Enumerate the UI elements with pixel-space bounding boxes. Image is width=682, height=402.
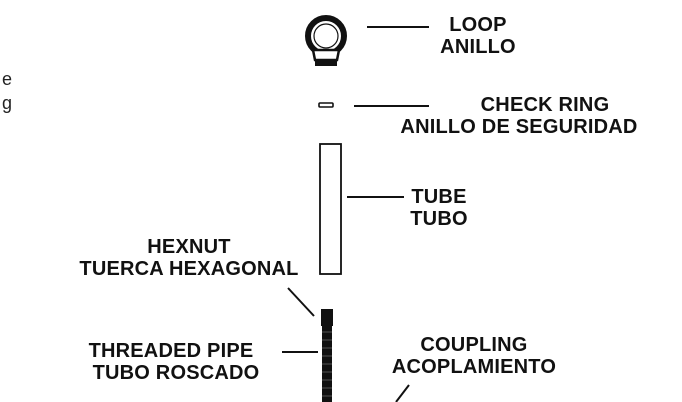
check-ring-part — [318, 102, 334, 108]
check-ring-label-es: ANILLO DE SEGURIDAD — [400, 116, 638, 138]
loop-label-en: LOOP — [449, 14, 507, 36]
hexnut-label: HEXNUT TUERCA HEXAGONAL — [70, 236, 308, 280]
tube-label-en: TUBE — [411, 186, 467, 208]
check-ring-label: CHECK RING ANILLO DE SEGURIDAD — [374, 94, 664, 138]
tube-part — [319, 143, 342, 275]
threaded-pipe-label: THREADED PIPE TUBO ROSCADO — [60, 340, 292, 384]
partial-text-line-2: g — [2, 93, 13, 113]
hexnut-label-es: TUERCA HEXAGONAL — [79, 258, 299, 280]
coupling-leader-line — [395, 384, 410, 402]
hexnut-label-en: HEXNUT — [147, 236, 231, 258]
threaded-pipe-label-en: THREADED PIPE — [88, 340, 254, 362]
tube-label-es: TUBO — [410, 208, 468, 230]
loop-part — [305, 15, 347, 66]
coupling-label-en: COUPLING — [420, 334, 528, 356]
threaded-pipe-label-es: TUBO ROSCADO — [92, 362, 260, 384]
loop-label: LOOP ANILLO — [430, 14, 526, 58]
hexnut-part — [321, 309, 333, 326]
partial-text-line-1: e — [2, 69, 13, 89]
coupling-label-es: ACOPLAMIENTO — [391, 356, 557, 378]
loop-label-es: ANILLO — [440, 36, 516, 58]
threaded-pipe-part — [322, 326, 332, 402]
coupling-label: COUPLING ACOPLAMIENTO — [378, 334, 570, 378]
check-ring-label-en: CHECK RING — [480, 94, 610, 116]
hexnut-leader-line — [287, 287, 315, 317]
tube-label: TUBE TUBO — [404, 186, 474, 230]
